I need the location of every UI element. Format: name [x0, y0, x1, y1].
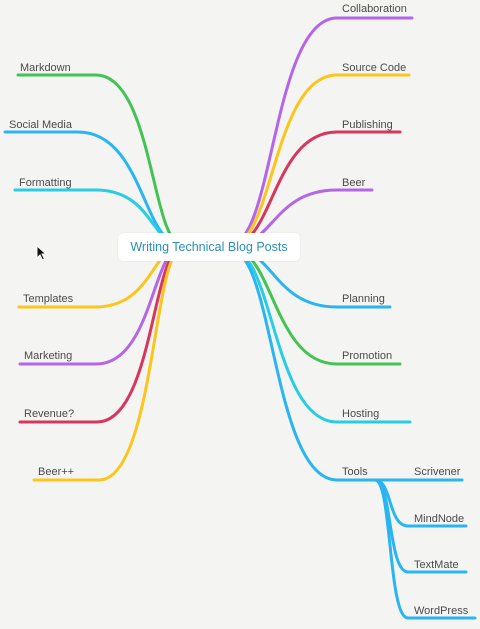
node-planning[interactable]: Planning — [342, 293, 385, 305]
node-scrivener[interactable]: Scrivener — [414, 466, 461, 478]
node-social-media[interactable]: Social Media — [9, 119, 72, 131]
node-hosting[interactable]: Hosting — [342, 408, 380, 420]
branch-line-right — [229, 130, 402, 247]
central-topic-label: Writing Technical Blog Posts — [130, 240, 288, 254]
node-markdown[interactable]: Markdown — [20, 62, 71, 74]
branch-line-right — [229, 248, 412, 424]
node-formatting[interactable]: Formatting — [19, 177, 72, 189]
branch-line-right — [229, 249, 377, 482]
arrow-pointer-icon — [36, 245, 47, 261]
branch-line-right — [229, 73, 411, 246]
branch-line-left — [16, 73, 183, 244]
node-wordpress[interactable]: WordPress — [414, 605, 469, 617]
node-templates[interactable]: Templates — [23, 293, 74, 305]
node-mindnode[interactable]: MindNode — [414, 513, 465, 525]
tools-child-line — [373, 478, 477, 620]
branch-line-right — [229, 16, 414, 245]
node-source-code[interactable]: Source Code — [342, 62, 407, 74]
node-beer[interactable]: Beer — [342, 177, 366, 189]
node-marketing[interactable]: Marketing — [24, 350, 73, 362]
node-collaboration[interactable]: Collaboration — [342, 3, 407, 15]
node-textmate[interactable]: TextMate — [414, 559, 459, 571]
central-topic-node[interactable]: Writing Technical Blog Posts — [118, 233, 300, 261]
node-promotion[interactable]: Promotion — [342, 350, 393, 362]
node-tools[interactable]: Tools — [342, 466, 368, 478]
node-beer-plus[interactable]: Beer++ — [38, 466, 75, 478]
branch-line-left — [32, 249, 183, 482]
node-revenue[interactable]: Revenue? — [24, 408, 75, 420]
node-publishing[interactable]: Publishing — [342, 119, 393, 131]
